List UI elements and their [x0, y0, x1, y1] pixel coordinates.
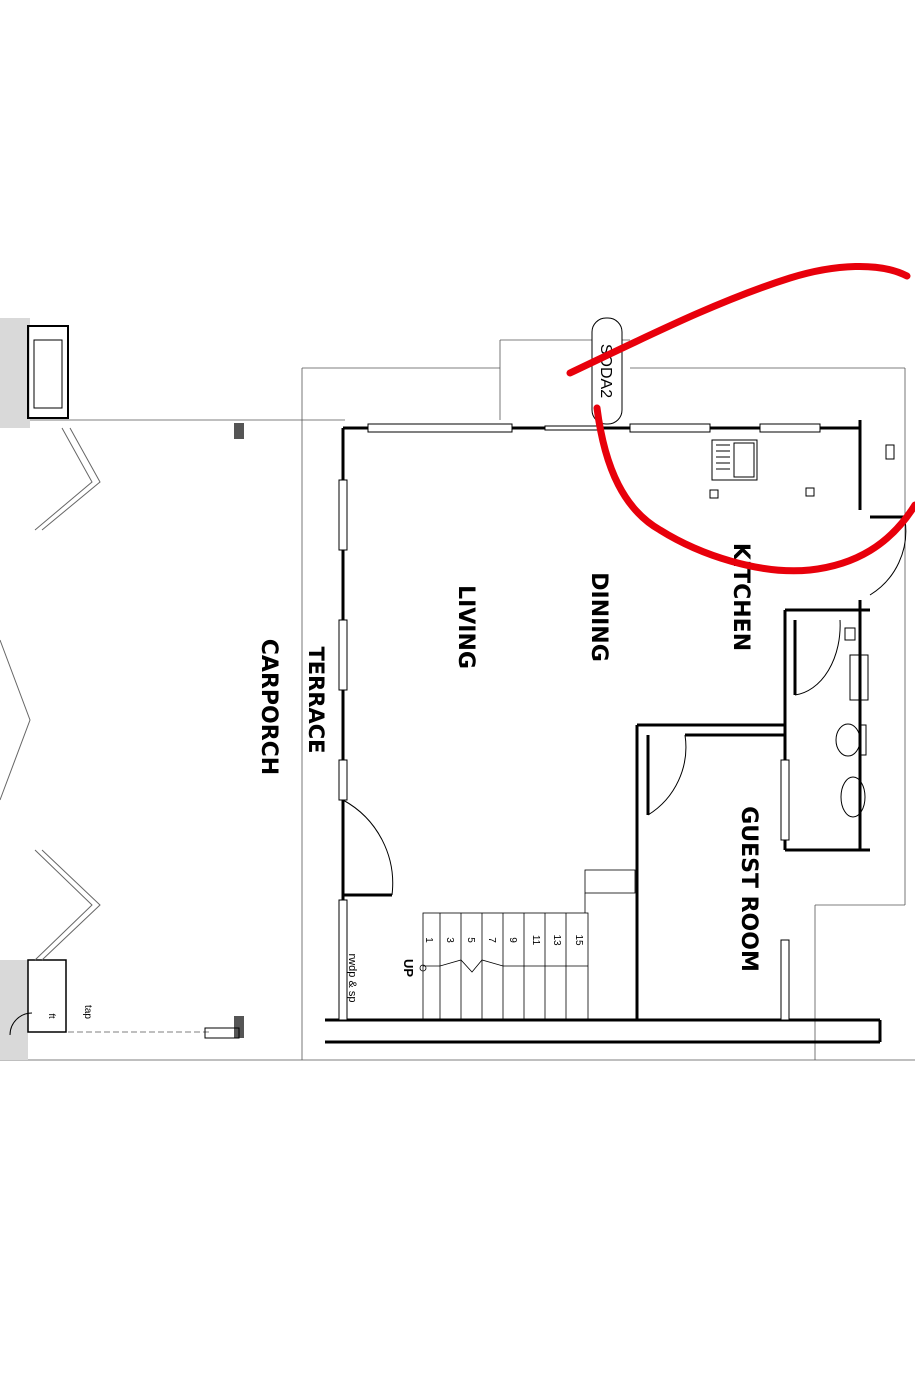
- kitchen-sink: [709, 439, 895, 499]
- stair-step-number: 11: [530, 935, 541, 946]
- walls: [325, 420, 882, 1044]
- stair-step-numbers: 1 3 5 7 9 11 13 15: [423, 934, 584, 946]
- staircase: [419, 869, 636, 1021]
- column: [234, 423, 244, 439]
- doors: [9, 515, 907, 1036]
- room-label-carporch: CARPORCH: [256, 639, 281, 775]
- stair-step-number: 7: [486, 937, 497, 943]
- carporch-roof-lines: [0, 427, 101, 961]
- stair-step-number: 5: [465, 937, 476, 943]
- stair-step-number: 3: [444, 937, 455, 943]
- windows: [338, 423, 821, 1021]
- stair-step-number: 9: [507, 937, 518, 943]
- rwdp-label: rwdp & sp: [346, 954, 358, 1003]
- stair-step-number: 1: [423, 937, 434, 943]
- room-label-dining: DINING: [586, 572, 611, 662]
- tag-frame: [591, 317, 623, 425]
- room-label-terrace: TERRACE: [304, 646, 328, 753]
- stair-up-label: UP: [401, 959, 416, 977]
- room-label-living: LIVING: [453, 585, 478, 669]
- red-markup-curve: [566, 263, 915, 575]
- stair-step-number: 13: [551, 934, 562, 946]
- column: [234, 1016, 244, 1038]
- bathroom-fixtures: [835, 627, 869, 818]
- tap-label: tap: [82, 1005, 93, 1019]
- stair-step-number: 15: [573, 934, 584, 946]
- ft-label: ft: [47, 1013, 57, 1019]
- site-outline: [0, 339, 915, 1061]
- room-label-guest-room: GUEST ROOM: [736, 806, 761, 972]
- stipple-strip: [0, 318, 69, 1060]
